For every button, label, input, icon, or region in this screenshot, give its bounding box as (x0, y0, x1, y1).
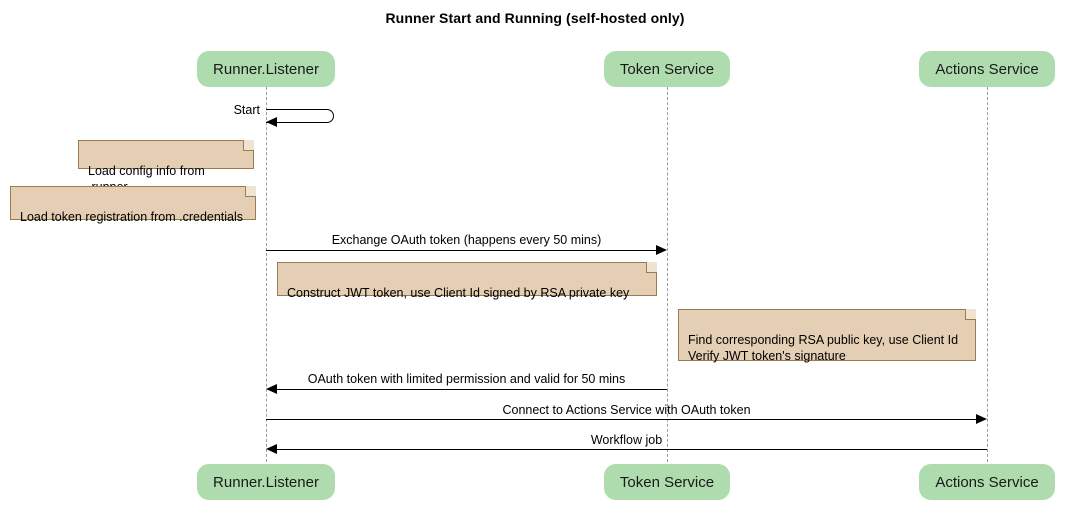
participant-token-service-top[interactable]: Token Service (604, 51, 730, 87)
arrowhead-exchange-oauth (656, 245, 667, 255)
note-load-token-registration: Load token registration from .credential… (10, 186, 256, 224)
lifeline-actions (987, 87, 988, 462)
participant-actions-service-top[interactable]: Actions Service (919, 51, 1055, 87)
note-text: Construct JWT token, use Client Id signe… (287, 286, 630, 300)
participant-label: Runner.Listener (213, 60, 319, 78)
note-fold-corner-icon (965, 309, 976, 320)
message-label-connect-actions: Connect to Actions Service with OAuth to… (502, 403, 751, 417)
participant-runner-listener-bottom[interactable]: Runner.Listener (197, 464, 335, 500)
message-line-exchange-oauth (266, 250, 658, 251)
participant-token-service-bottom[interactable]: Token Service (604, 464, 730, 500)
note-load-config: Load config info from .runner (78, 140, 254, 194)
participant-label: Actions Service (935, 473, 1039, 491)
self-message-loop-start (266, 109, 334, 123)
diagram-title: Runner Start and Running (self-hosted on… (385, 10, 685, 26)
note-construct-jwt: Construct JWT token, use Client Id signe… (277, 262, 657, 300)
message-label-exchange-oauth: Exchange OAuth token (happens every 50 m… (331, 233, 602, 247)
participant-label: Token Service (619, 60, 715, 78)
note-fold-corner-icon (245, 186, 256, 197)
message-line-workflow-job (277, 449, 987, 450)
participant-runner-listener-top[interactable]: Runner.Listener (197, 51, 335, 87)
note-fold-corner-icon (243, 140, 254, 151)
message-label-start: Start (233, 103, 260, 117)
participant-label: Token Service (619, 473, 715, 491)
message-line-connect-actions (266, 419, 978, 420)
lifeline-runner (266, 87, 267, 462)
lifeline-token (667, 87, 668, 462)
message-label-workflow-job: Workflow job (590, 433, 663, 447)
message-line-oauth-return (277, 389, 667, 390)
arrowhead-start (266, 117, 277, 127)
arrowhead-workflow-job (266, 444, 277, 454)
message-label-oauth-return: OAuth token with limited permission and … (307, 372, 626, 386)
participant-label: Actions Service (935, 60, 1039, 78)
note-fold-corner-icon (646, 262, 657, 273)
note-text: Find corresponding RSA public key, use C… (688, 333, 959, 363)
arrowhead-connect-actions (976, 414, 987, 424)
note-verify-jwt: Find corresponding RSA public key, use C… (678, 309, 976, 363)
participant-actions-service-bottom[interactable]: Actions Service (919, 464, 1055, 500)
note-text: Load token registration from .credential… (20, 210, 244, 224)
arrowhead-oauth-return (266, 384, 277, 394)
participant-label: Runner.Listener (213, 473, 319, 491)
